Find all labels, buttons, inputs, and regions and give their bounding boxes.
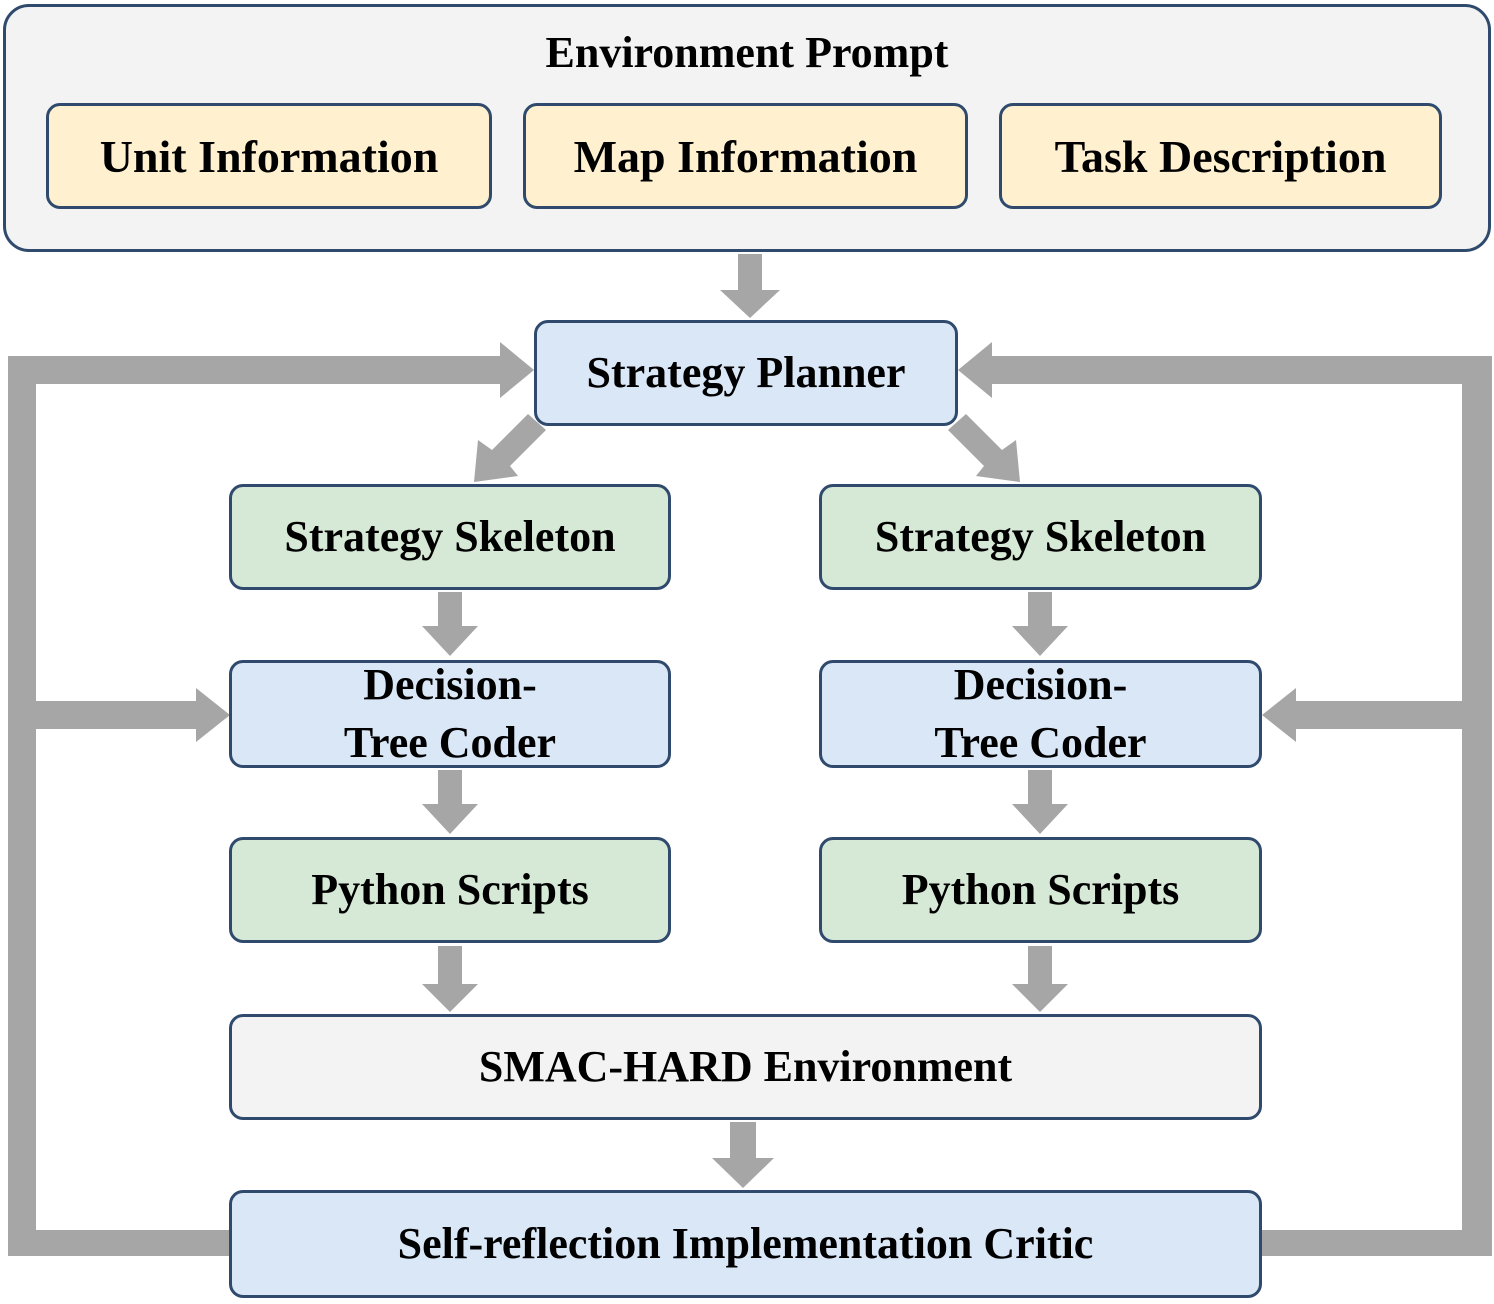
left-strategy-skeleton-label: Strategy Skeleton bbox=[284, 512, 616, 561]
task-description-label: Task Description bbox=[1054, 130, 1387, 182]
left-python-scripts-box: Python Scripts bbox=[229, 837, 671, 943]
left-strategy-skeleton-box: Strategy Skeleton bbox=[229, 484, 671, 590]
smac-hard-environment-label: SMAC-HARD Environment bbox=[478, 1042, 1013, 1091]
task-description-box: Task Description bbox=[999, 103, 1442, 209]
feedback-right-top bbox=[986, 356, 1492, 384]
arrow-right-coder-to-scripts bbox=[1012, 770, 1068, 834]
feedback-right-vertical bbox=[1462, 356, 1492, 1256]
arrow-right-scripts-to-env bbox=[1012, 946, 1068, 1012]
arrow-left-scripts-to-env bbox=[422, 946, 478, 1012]
unit-information-label: Unit Information bbox=[99, 130, 439, 182]
feedback-left-to-coder-head bbox=[196, 688, 230, 742]
arrow-right-skeleton-to-coder bbox=[1012, 592, 1068, 656]
strategy-planner-label: Strategy Planner bbox=[586, 348, 906, 397]
feedback-right-to-coder-head bbox=[1262, 688, 1296, 742]
right-python-scripts-label: Python Scripts bbox=[901, 865, 1180, 914]
left-decision-tree-coder-box: Decision-Tree Coder bbox=[229, 660, 671, 768]
feedback-left-bottom bbox=[8, 1230, 230, 1256]
environment-prompt-title: Environment Prompt bbox=[545, 28, 949, 77]
left-decision-tree-coder-label: Decision-Tree Coder bbox=[343, 660, 557, 767]
right-decision-tree-coder-box: Decision-Tree Coder bbox=[819, 660, 1262, 768]
feedback-left-vertical bbox=[8, 356, 36, 1256]
feedback-right-to-planner-head bbox=[958, 342, 992, 398]
right-decision-tree-coder-label: Decision-Tree Coder bbox=[934, 660, 1147, 767]
unit-information-box: Unit Information bbox=[46, 103, 492, 209]
arrow-planner-to-left-skeleton bbox=[474, 414, 546, 482]
arrow-prompt-to-planner bbox=[720, 254, 780, 318]
self-reflection-critic-box: Self-reflection Implementation Critic bbox=[229, 1190, 1262, 1298]
feedback-left-to-planner-head bbox=[500, 342, 534, 398]
left-python-scripts-label: Python Scripts bbox=[311, 865, 589, 914]
right-python-scripts-box: Python Scripts bbox=[819, 837, 1262, 943]
smac-hard-environment-box: SMAC-HARD Environment bbox=[229, 1014, 1262, 1120]
map-information-label: Map Information bbox=[573, 130, 918, 182]
arrow-env-to-critic bbox=[712, 1122, 774, 1188]
arrow-planner-to-right-skeleton bbox=[948, 414, 1020, 482]
map-information-box: Map Information bbox=[523, 103, 968, 209]
feedback-left-mid bbox=[36, 701, 202, 729]
feedback-right-bottom bbox=[1262, 1230, 1492, 1256]
self-reflection-critic-label: Self-reflection Implementation Critic bbox=[397, 1219, 1094, 1268]
feedback-right-mid bbox=[1290, 701, 1462, 729]
arrow-left-coder-to-scripts bbox=[422, 770, 478, 834]
right-strategy-skeleton-box: Strategy Skeleton bbox=[819, 484, 1262, 590]
arrow-left-skeleton-to-coder bbox=[422, 592, 478, 656]
strategy-planner-box: Strategy Planner bbox=[534, 320, 958, 426]
right-strategy-skeleton-label: Strategy Skeleton bbox=[874, 512, 1207, 561]
feedback-left-top bbox=[8, 356, 506, 384]
